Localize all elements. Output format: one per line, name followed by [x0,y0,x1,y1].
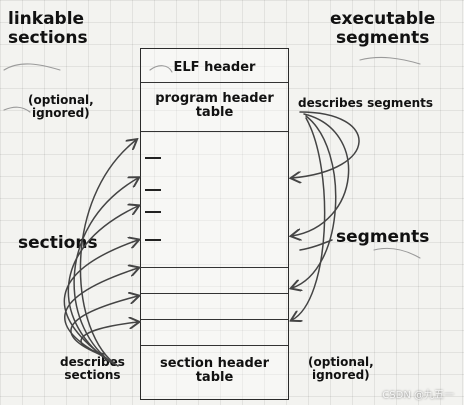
section-divider [141,319,288,320]
section-entry-tick [145,189,161,191]
section-arrow [67,206,138,363]
watermark: CSDN @九五一 [382,390,454,401]
segments-label-pointer [299,239,333,251]
describes-segments-label: describes segments [298,96,433,110]
elf-header-label: ELF header [173,60,256,75]
section-arrow [63,240,138,361]
segment-arrow [292,115,337,288]
section-entry-tick [145,239,161,241]
describes-sections-label: describes sections [60,355,125,383]
program-header-table-label: program header table [155,91,274,121]
section-arrow [79,140,136,367]
executable-segments-title: executable segments [330,9,436,48]
erased-pencil-mark [373,247,421,259]
section-arrow [80,322,138,355]
section-header-table-label: section header table [159,356,270,386]
elf-file-layout-box: ELF header program header table section … [140,48,289,400]
section-arrow [73,178,138,365]
segment-arrow [292,111,360,178]
section-arrow [64,268,138,359]
segment-arrow [292,113,350,236]
erased-pencil-mark [359,56,421,65]
section-entry-tick [145,211,161,213]
optional-ignored-left-label: (optional, ignored) [28,93,94,121]
sections-label: sections [18,233,98,253]
section-entry-tick [145,157,161,159]
section-divider [141,345,288,346]
elf-header-divider [141,82,288,83]
optional-ignored-right-label: (optional, ignored) [308,355,374,383]
segments-label: segments [336,227,430,247]
linkable-sections-title: linkable sections [8,9,88,48]
erased-pencil-mark [3,106,31,113]
section-divider [141,267,288,268]
program-header-divider [141,131,288,132]
erased-pencil-mark [3,63,61,71]
segment-arrow [292,117,326,320]
section-arrow [70,296,138,357]
section-divider [141,293,288,294]
